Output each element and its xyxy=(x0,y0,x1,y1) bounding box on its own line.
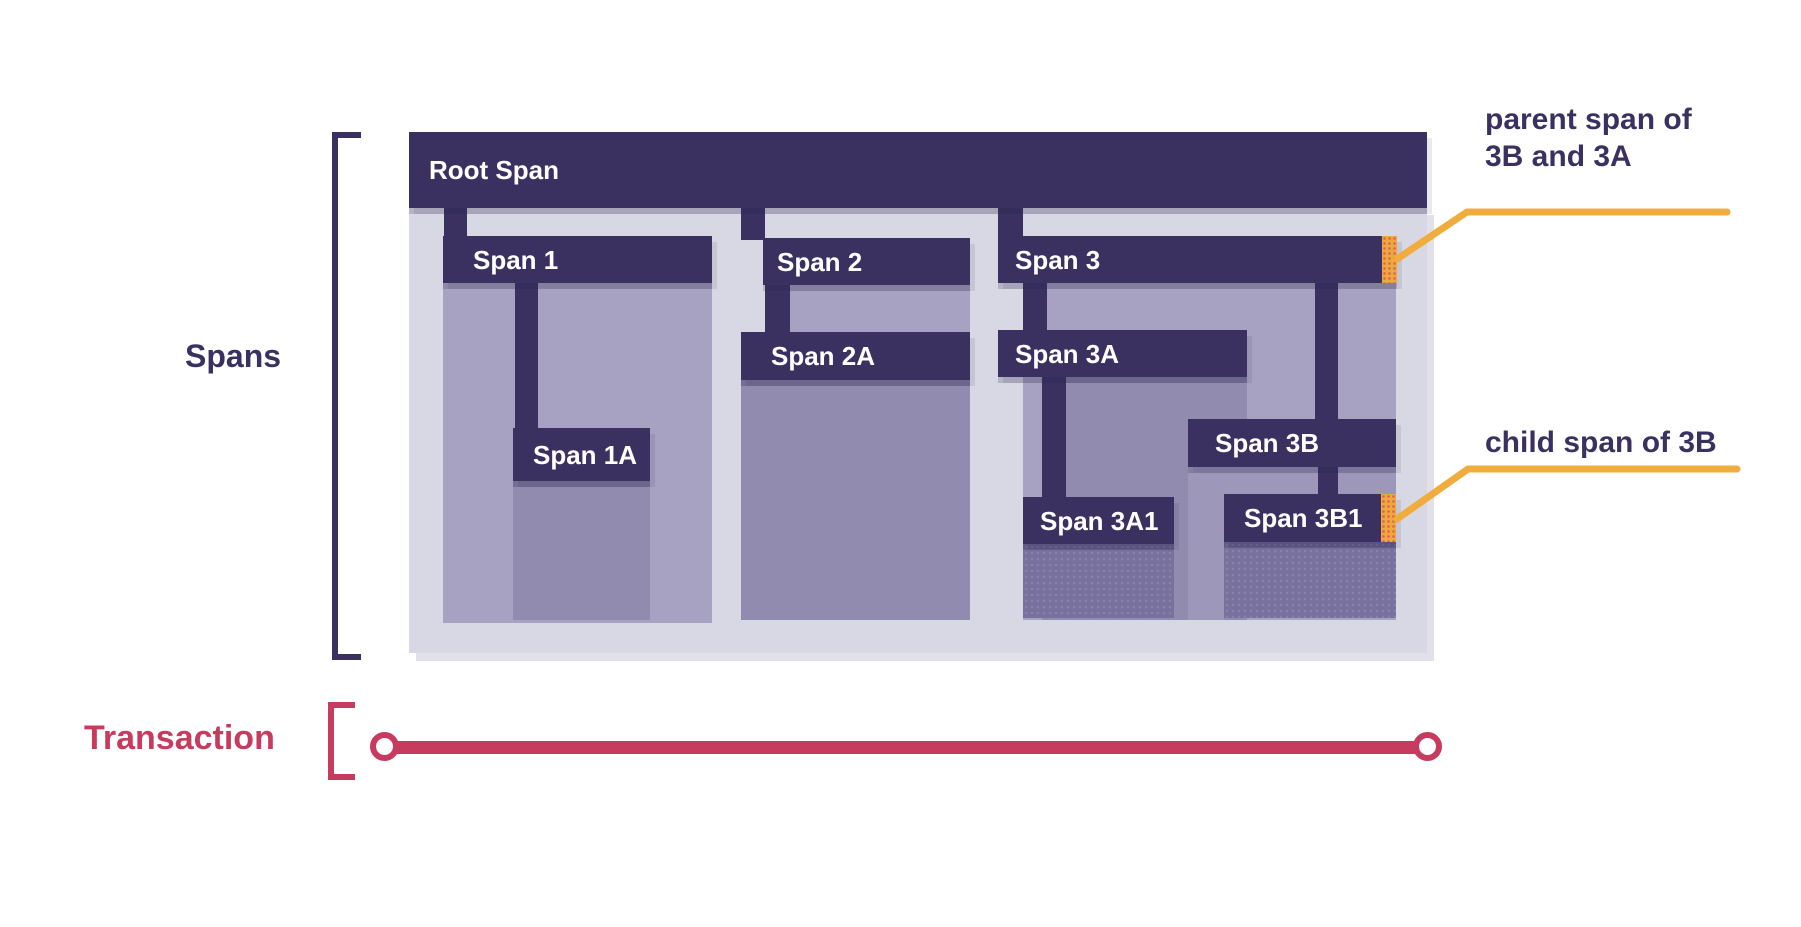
span3a-label: Span 3A xyxy=(1015,338,1120,369)
transaction-bracket-top-arm xyxy=(328,702,355,708)
span3a1-bar: Span 3A1 xyxy=(1023,497,1174,544)
transaction-end-dot xyxy=(1413,732,1442,761)
parent-span-connector-line xyxy=(1393,208,1731,263)
span3b-label: Span 3B xyxy=(1215,428,1320,458)
span2-duration-fill xyxy=(788,285,970,332)
span3-label: Span 3 xyxy=(1015,244,1101,275)
span1-bar: Span 1 xyxy=(443,236,712,283)
span3b1-label: Span 3B1 xyxy=(1244,503,1363,533)
span1a-label: Span 1A xyxy=(533,439,638,470)
span3b1-bar: Span 3B1 xyxy=(1224,494,1396,542)
child-span-annotation: child span of 3B xyxy=(1485,426,1717,459)
span2a-duration-fill xyxy=(741,380,970,620)
span3-highlight-chip xyxy=(1382,236,1397,283)
span3b1-duration-fill xyxy=(1224,542,1396,618)
root-span-label: Root Span xyxy=(429,155,559,185)
span1a-duration-fill xyxy=(513,481,650,620)
root-to-span1-connector xyxy=(444,204,467,238)
parent-span-annotation-line2: 3B and 3A xyxy=(1485,140,1632,173)
span3b-to-span3b1-connector xyxy=(1318,466,1338,496)
child-span-connector-line xyxy=(1393,465,1741,523)
span3b-duration-fill-left-strip xyxy=(1188,467,1224,620)
span3a1-label: Span 3A1 xyxy=(1040,505,1159,536)
transaction-timeline xyxy=(392,741,1422,754)
span3-to-span3a-connector xyxy=(1023,282,1047,332)
span2a-label: Span 2A xyxy=(771,341,876,371)
parent-span-annotation-line1: parent span of xyxy=(1485,103,1692,136)
span1-to-span1a-connector xyxy=(515,282,538,430)
span1-label: Span 1 xyxy=(473,244,559,275)
transaction-bracket-vertical xyxy=(328,702,334,780)
root-to-span3-connector xyxy=(998,204,1023,238)
root-to-span2-connector xyxy=(741,204,765,240)
span3b-bar: Span 3B xyxy=(1188,419,1396,467)
span2-to-span2a-connector xyxy=(765,282,790,334)
spans-bracket-vertical xyxy=(332,132,338,660)
root-span-bar: Root Span xyxy=(409,132,1427,208)
spans-label: Spans xyxy=(185,338,282,374)
span3a1-duration-fill xyxy=(1023,544,1174,618)
span3-to-span3b-connector xyxy=(1315,282,1338,421)
parent-span-annotation: parent span of 3B and 3A xyxy=(1485,101,1692,175)
span3a-to-span3a1-connector xyxy=(1042,375,1066,499)
span2-bar: Span 2 xyxy=(763,238,970,285)
span1a-bar: Span 1A xyxy=(513,428,650,481)
transaction-start-dot xyxy=(370,732,399,761)
span3a-bar: Span 3A xyxy=(998,330,1247,377)
spans-bracket-bottom-arm xyxy=(332,654,361,660)
span2a-bar: Span 2A xyxy=(741,332,970,380)
span2-label: Span 2 xyxy=(777,246,863,277)
spans-bracket-top-arm xyxy=(332,132,361,138)
transaction-bracket-bottom-arm xyxy=(328,774,355,780)
span3b1-highlight-chip xyxy=(1381,494,1396,542)
span3-bar: Span 3 xyxy=(998,236,1397,283)
transaction-label: Transaction xyxy=(84,719,275,757)
